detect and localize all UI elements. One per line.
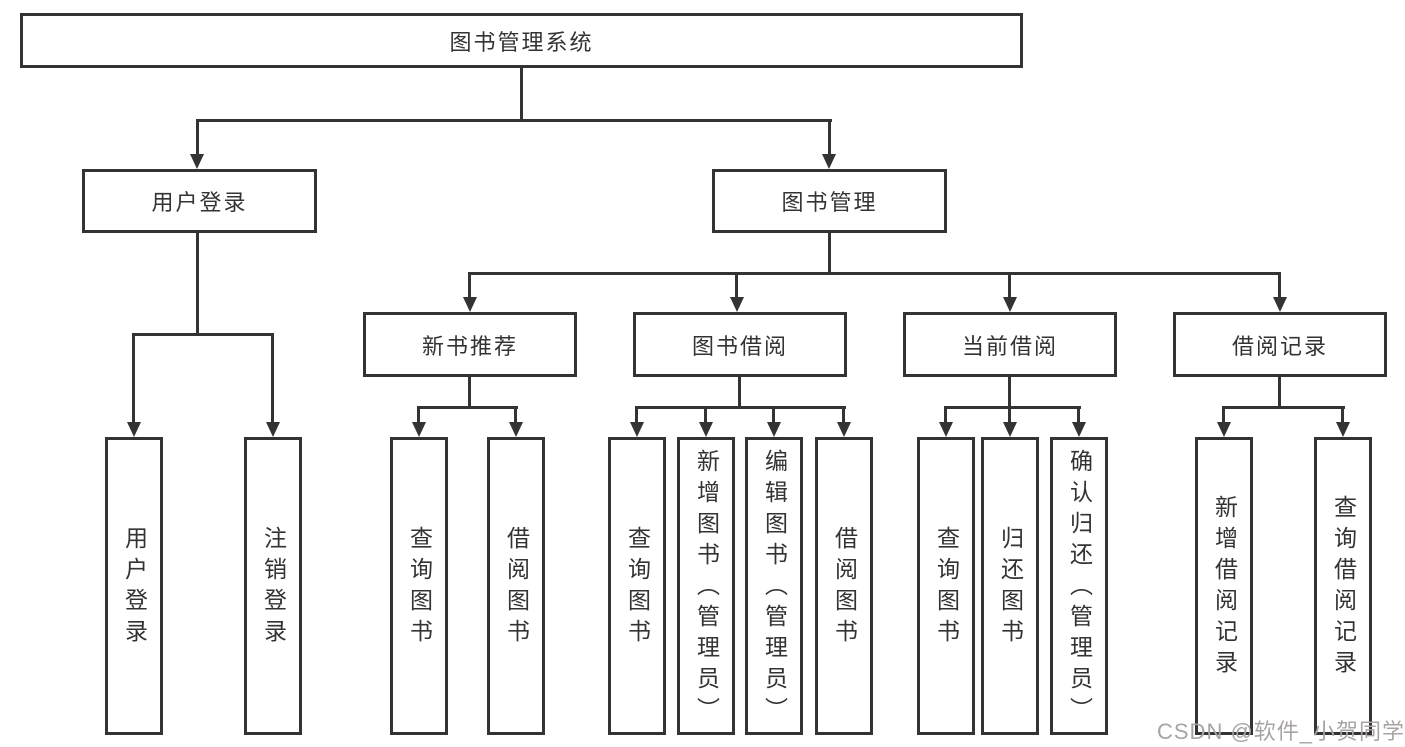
connector-drop-borrow-records [1278, 272, 1281, 298]
arrowhead-icon [463, 297, 477, 312]
connector-drop-leaf [132, 333, 135, 423]
connector-drop-leaf [514, 406, 517, 423]
connector-book-mgmt-stub [828, 233, 831, 273]
connector-drop-leaf [772, 406, 775, 423]
arrowhead-icon [699, 422, 713, 437]
arrowhead-icon [939, 422, 953, 437]
node-leaf-logout: 注销登录 [244, 437, 302, 735]
connector-drop-new-books [468, 272, 471, 298]
node-leaf-confirm-return-admin: 确认归还（管理员） [1050, 437, 1108, 735]
connector-drop-leaf [704, 406, 707, 423]
connector-drop-book-management [828, 119, 831, 155]
connector-stub [738, 377, 741, 407]
arrowhead-icon [190, 154, 204, 169]
node-leaf-query-books: 查询图书 [608, 437, 666, 735]
node-label: 用户登录 [151, 190, 248, 215]
arrowhead-icon [1217, 422, 1231, 437]
arrowhead-icon [1273, 297, 1287, 312]
node-leaf-add-books-admin: 新增图书（管理员） [677, 437, 735, 735]
connector-drop-user-login [196, 119, 199, 155]
node-leaf-borrow-books: 借阅图书 [815, 437, 873, 735]
node-label: 图书管理 [781, 190, 878, 215]
connector-drop-leaf [1341, 406, 1344, 423]
connector-bus [1222, 406, 1345, 409]
arrowhead-icon [1003, 297, 1017, 312]
node-leaf-query-books: 查询图书 [917, 437, 975, 735]
node-label: 借阅图书 [503, 526, 530, 650]
connector-stub [468, 377, 471, 407]
connector-drop-book-borrow [735, 272, 738, 298]
node-borrowing-records: 借阅记录 [1173, 312, 1387, 377]
connector-drop-leaf [1077, 406, 1080, 423]
node-label: 查询图书 [406, 526, 433, 650]
connector-drop-current-borrow [1008, 272, 1011, 298]
arrowhead-icon [1072, 422, 1086, 437]
arrowhead-icon [266, 422, 280, 437]
node-label: 确认归还（管理员） [1066, 448, 1093, 728]
node-leaf-add-borrow-record: 新增借阅记录 [1195, 437, 1253, 735]
arrowhead-icon [767, 422, 781, 437]
arrowhead-icon [837, 422, 851, 437]
connector-drop-leaf [271, 333, 274, 423]
node-leaf-query-books: 查询图书 [390, 437, 448, 735]
node-new-book-recommendation: 新书推荐 [363, 312, 577, 377]
node-leaf-user-login: 用户登录 [105, 437, 163, 735]
connector-drop-leaf [842, 406, 845, 423]
connector-bus [944, 406, 1081, 409]
connector-user-login-stub [196, 233, 199, 333]
node-label: 编辑图书（管理员） [761, 448, 788, 728]
arrowhead-icon [1003, 422, 1017, 437]
connector-drop-leaf [635, 406, 638, 423]
connector-stub [1008, 377, 1011, 407]
arrowhead-icon [1336, 422, 1350, 437]
node-leaf-return-books: 归还图书 [981, 437, 1039, 735]
node-user-login-branch: 用户登录 [82, 169, 317, 233]
node-leaf-borrow-books: 借阅图书 [487, 437, 545, 735]
node-label: 查询图书 [624, 526, 651, 650]
connector-user-login-bus [132, 333, 274, 336]
arrowhead-icon [822, 154, 836, 169]
connector-bus [635, 406, 846, 409]
arrowhead-icon [730, 297, 744, 312]
node-label: 当前借阅 [961, 333, 1058, 359]
node-current-borrowing: 当前借阅 [903, 312, 1117, 377]
node-label: 新增借阅记录 [1211, 495, 1238, 681]
node-label: 借阅记录 [1231, 333, 1328, 359]
node-label: 图书借阅 [691, 333, 788, 359]
node-label: 查询借阅记录 [1330, 495, 1357, 681]
arrowhead-icon [509, 422, 523, 437]
connector-drop-leaf [1008, 406, 1011, 423]
node-leaf-query-borrow-record: 查询借阅记录 [1314, 437, 1372, 735]
arrowhead-icon [127, 422, 141, 437]
watermark: CSDN @软件_小贺同学 [1157, 719, 1405, 744]
arrowhead-icon [630, 422, 644, 437]
arrowhead-icon [412, 422, 426, 437]
node-label: 用户登录 [121, 526, 148, 650]
node-label: 借阅图书 [831, 526, 858, 650]
connector-level1-bus [196, 119, 832, 122]
node-label: 归还图书 [997, 526, 1024, 650]
node-library-management-system: 图书管理系统 [20, 13, 1023, 68]
connector-drop-leaf [417, 406, 420, 423]
connector-bus [417, 406, 518, 409]
node-book-borrowing: 图书借阅 [633, 312, 847, 377]
node-book-management-branch: 图书管理 [712, 169, 947, 233]
connector-drop-leaf [1222, 406, 1225, 423]
node-label: 查询图书 [933, 526, 960, 650]
connector-drop-leaf [944, 406, 947, 423]
connector-stub [1278, 377, 1281, 407]
node-label: 新增图书（管理员） [693, 448, 720, 728]
connector-level2-bus [468, 272, 1281, 275]
connector-root-trunk [520, 68, 523, 120]
node-leaf-edit-books-admin: 编辑图书（管理员） [745, 437, 803, 735]
node-label: 注销登录 [260, 526, 287, 650]
node-label: 新书推荐 [421, 333, 518, 359]
node-label: 图书管理系统 [449, 29, 594, 55]
